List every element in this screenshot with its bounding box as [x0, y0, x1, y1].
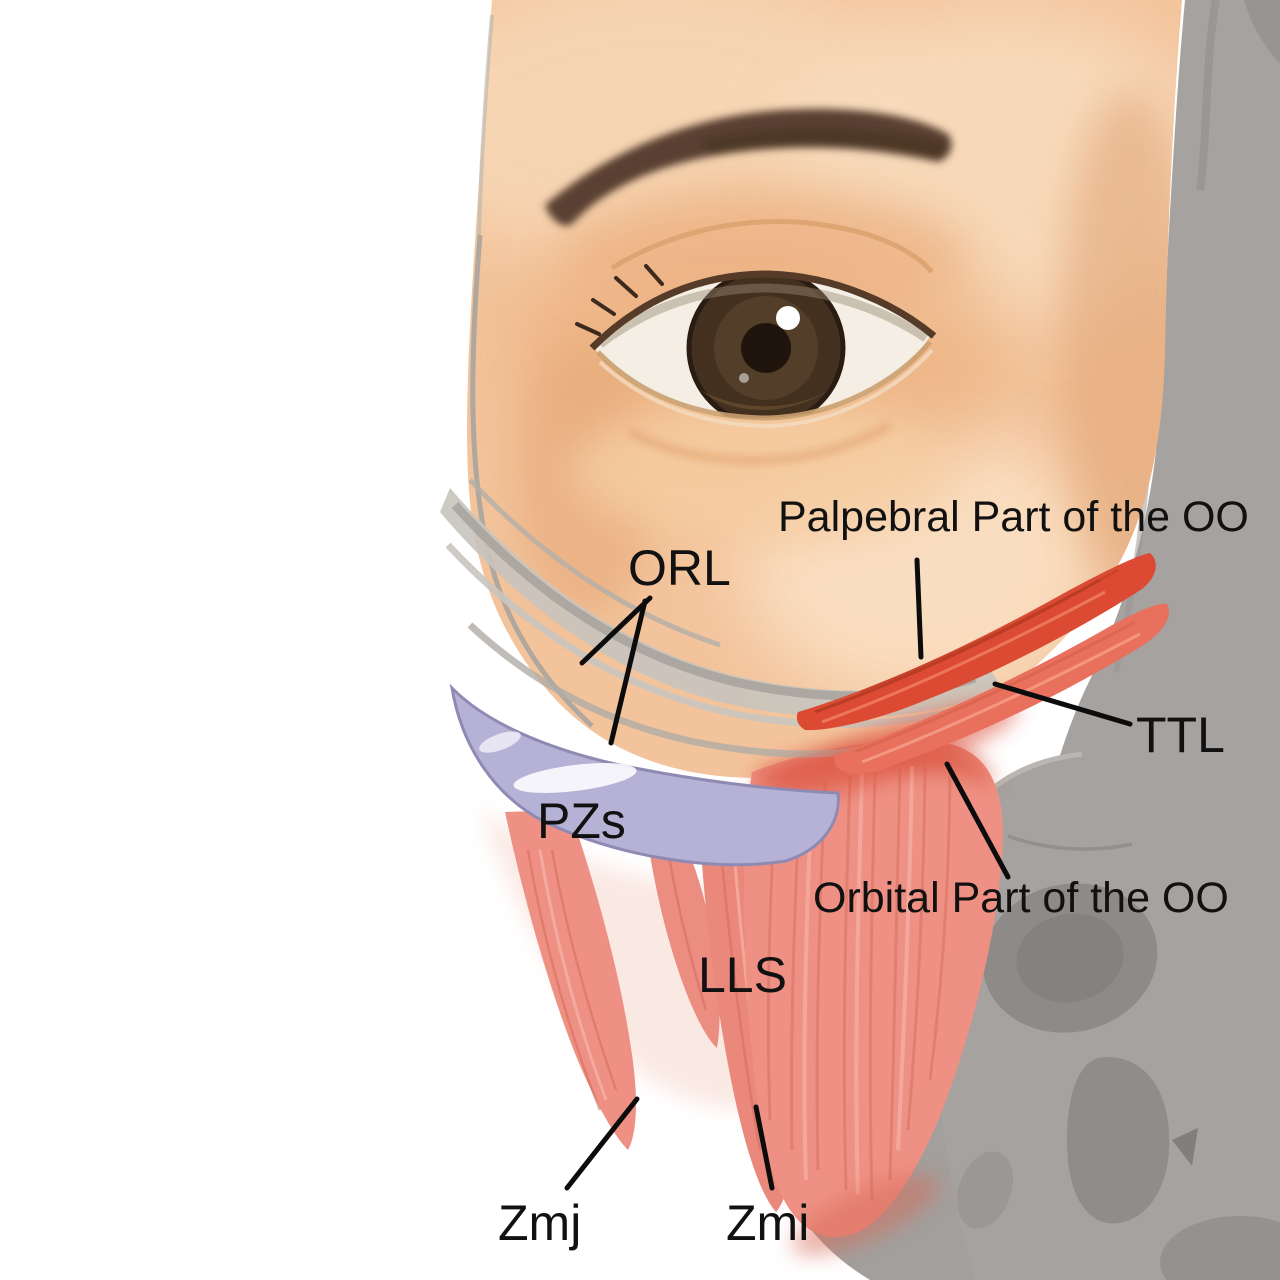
- label-palpebral: Palpebral Part of the OO: [778, 493, 1249, 541]
- eye: [575, 219, 937, 465]
- leader-line-ttl: [992, 681, 1133, 727]
- upper-eyelid-line: [589, 270, 937, 351]
- label-zmj: Zmj: [498, 1195, 581, 1251]
- lower-eyelid-line: [596, 340, 932, 421]
- label-orl: ORL: [628, 540, 731, 596]
- leader-line-palpebral: [914, 557, 924, 660]
- label-pzs: PZs: [537, 793, 626, 849]
- iris-group: [597, 277, 929, 419]
- leader-lines: [564, 557, 1133, 1191]
- eyelashes: [575, 264, 664, 336]
- labels: Palpebral Part of the OO ORL TTL PZs Orb…: [498, 493, 1249, 1251]
- leader-line-orl-2: [608, 598, 648, 746]
- leader-line-orl-1: [579, 595, 653, 666]
- pzs-highlight: [513, 763, 637, 793]
- label-ttl: TTL: [1136, 707, 1225, 763]
- leader-line-zmi: [753, 1104, 775, 1191]
- eyebrow: [545, 108, 952, 226]
- palpebral-oo-muscle: [796, 553, 1156, 731]
- label-zmi: Zmi: [726, 1195, 809, 1251]
- zmj-muscle: [505, 810, 637, 1150]
- leader-line-orbital: [944, 761, 1011, 880]
- under-eye-crease: [627, 421, 893, 465]
- pupil: [741, 323, 791, 373]
- leader-line-zmj: [564, 1096, 640, 1191]
- pzs-space: [449, 683, 840, 867]
- salmon-band-striations: [854, 620, 1136, 754]
- eyelid-crease: [610, 219, 934, 274]
- eye-highlight: [776, 306, 800, 330]
- label-orbital: Orbital Part of the OO: [813, 874, 1229, 922]
- label-lls: LLS: [698, 947, 787, 1003]
